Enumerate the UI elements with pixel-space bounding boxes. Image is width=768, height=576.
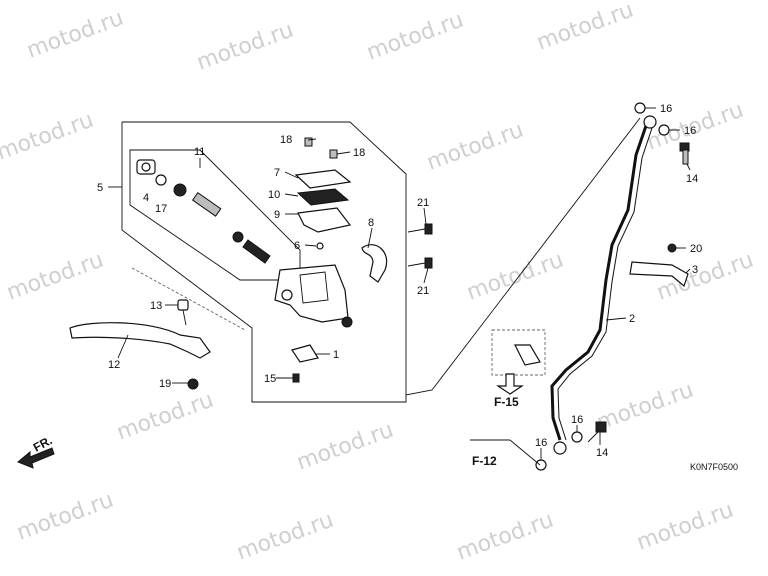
dotted-guide (131, 267, 246, 331)
ref-box-f15 (491, 329, 546, 376)
banjo-top (634, 102, 657, 129)
bolt-21-lower (407, 257, 433, 269)
front-direction-arrow (17, 447, 55, 469)
label-12: 12 (108, 359, 120, 371)
assembly-outline-lower (121, 122, 407, 403)
label-19: 19 (159, 378, 171, 390)
label-17: 17 (155, 203, 167, 215)
leader-lines (108, 107, 691, 460)
piston-part (173, 183, 271, 264)
washer-16 (658, 124, 670, 136)
watermark: motod.ru (234, 508, 337, 566)
label-16-d: 16 (535, 437, 547, 449)
label-9: 9 (274, 209, 280, 221)
screw-18b (329, 149, 338, 159)
bolt-14-bottom (587, 421, 607, 443)
bolt-14-top (679, 142, 690, 165)
watermark: motod.ru (464, 248, 567, 306)
f12-leader (509, 439, 541, 466)
watermark: motod.ru (534, 0, 637, 56)
label-14-top: 14 (686, 173, 698, 185)
watermark: motod.ru (454, 508, 557, 566)
label-5: 5 (97, 182, 103, 194)
label-15: 15 (264, 373, 276, 385)
pivot-bolt (177, 299, 189, 326)
label-20: 20 (690, 243, 702, 255)
bolt-21-upper (407, 223, 433, 235)
watermark: motod.ru (194, 18, 297, 76)
ref-f15: F-15 (494, 395, 519, 409)
reservoir-cap (294, 169, 352, 189)
label-10: 10 (268, 189, 280, 201)
diagram-code: K0N7F0500 (690, 462, 738, 472)
label-13: 13 (150, 300, 162, 312)
watermark: motod.ru (364, 8, 467, 66)
label-1: 1 (333, 349, 339, 361)
watermark: motod.ru (0, 108, 97, 166)
label-16-c: 16 (571, 414, 583, 426)
cap-plate (296, 188, 350, 206)
lever-nut (187, 378, 199, 390)
f15-arrow (496, 373, 524, 395)
label-7: 7 (274, 167, 280, 179)
screw-18a (304, 137, 313, 147)
stop-switch (291, 344, 319, 383)
holder (361, 244, 388, 283)
boot-part (136, 159, 156, 175)
assembly-outline (122, 117, 641, 396)
watermark: motod.ru (294, 418, 397, 476)
watermark: motod.ru (114, 388, 217, 446)
watermark-layer: motod.ru motod.ru motod.ru motod.ru moto… (0, 0, 757, 566)
watermark: motod.ru (594, 378, 697, 436)
label-2: 2 (629, 313, 635, 325)
brake-hose (550, 119, 650, 441)
float-6 (316, 242, 324, 250)
bolt-20 (667, 243, 677, 253)
part-labels: 1 2 3 4 5 6 7 8 9 10 11 12 13 14 14 15 1… (97, 103, 702, 459)
banjo-bottom (535, 431, 583, 471)
watermark: motod.ru (424, 118, 527, 176)
brake-hose-edge (557, 121, 655, 441)
circlip-part (155, 174, 167, 186)
ref-f12: F-12 (472, 454, 497, 468)
brake-lever (69, 322, 211, 359)
diaphragm (297, 207, 352, 233)
master-cylinder (274, 264, 353, 328)
hose-guide (514, 344, 541, 366)
label-18-a: 18 (280, 134, 292, 146)
label-16-a: 16 (660, 103, 672, 115)
watermark: motod.ru (634, 498, 737, 556)
watermark: motod.ru (4, 248, 107, 306)
hose-clamp (629, 261, 689, 288)
label-4: 4 (143, 192, 149, 204)
watermark: motod.ru (654, 248, 757, 306)
label-16-b: 16 (684, 125, 696, 137)
label-3: 3 (692, 264, 698, 276)
watermark: motod.ru (24, 6, 127, 64)
label-14-bottom: 14 (596, 447, 608, 459)
label-18-b: 18 (353, 147, 365, 159)
label-21-b: 21 (417, 285, 429, 297)
label-6: 6 (294, 240, 300, 252)
label-8: 8 (368, 217, 374, 229)
label-21-a: 21 (417, 197, 429, 209)
label-11: 11 (194, 146, 205, 158)
watermark: motod.ru (14, 488, 117, 546)
